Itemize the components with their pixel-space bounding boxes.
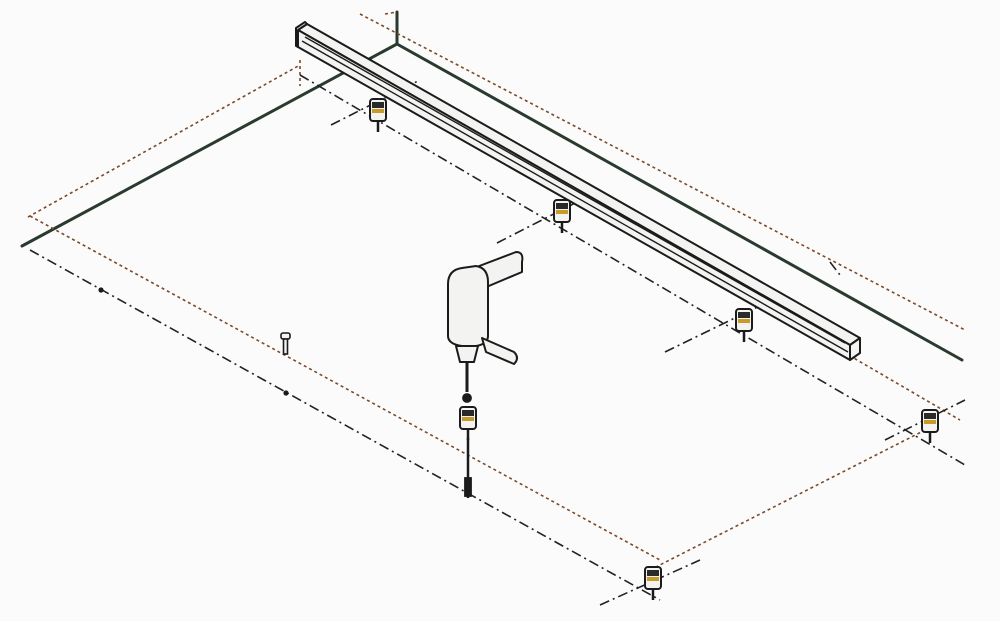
- reference-line: [29, 249, 661, 601]
- anchor-band: [924, 420, 936, 424]
- anchor-icon: [553, 199, 571, 233]
- anchor-head: [738, 312, 750, 318]
- anchor-band: [462, 417, 474, 421]
- drill: [447, 251, 524, 392]
- channel-rail-groove: [301, 40, 849, 353]
- channel-rail-end: [849, 337, 861, 361]
- layout-line: [27, 64, 301, 218]
- anchor-head: [556, 203, 568, 209]
- anchor-head: [462, 410, 474, 416]
- marker-dot: [98, 287, 104, 293]
- drill-side-handle: [481, 337, 518, 365]
- marker-dots: [98, 287, 289, 396]
- drill-bit-assembly: [462, 393, 472, 498]
- wall-edge-left: [20, 42, 399, 248]
- drill-body: [447, 265, 489, 347]
- screw: [280, 332, 291, 355]
- bit-collar: [462, 393, 472, 403]
- reference-line: [299, 74, 966, 466]
- drill-chuck: [455, 345, 479, 363]
- bit-tip: [464, 477, 472, 497]
- wall-edges: [20, 10, 964, 362]
- anchor-head: [924, 413, 936, 419]
- marker-dot: [283, 390, 289, 396]
- anchor-icon: [735, 308, 753, 342]
- screw-shank: [282, 338, 289, 355]
- channel-rail: [295, 21, 861, 361]
- anchor-icon: [369, 98, 387, 132]
- anchor-band: [372, 109, 384, 113]
- wall-edge-right: [395, 42, 964, 362]
- screw-head: [280, 332, 291, 340]
- channel-rail-groove: [304, 36, 846, 344]
- layout-line: [384, 11, 398, 15]
- anchor-icon: [921, 409, 939, 443]
- anchor-head: [372, 102, 384, 108]
- anchor-icon: [644, 566, 662, 600]
- anchor-band: [738, 319, 750, 323]
- reference-line: [829, 261, 841, 276]
- wall-anchors: [369, 98, 939, 600]
- layout-line: [649, 424, 936, 571]
- anchor-band: [647, 577, 659, 581]
- anchor-head: [647, 570, 659, 576]
- anchor-icon: [459, 406, 477, 440]
- anchor-band: [556, 210, 568, 214]
- channel-rail-start: [295, 21, 308, 48]
